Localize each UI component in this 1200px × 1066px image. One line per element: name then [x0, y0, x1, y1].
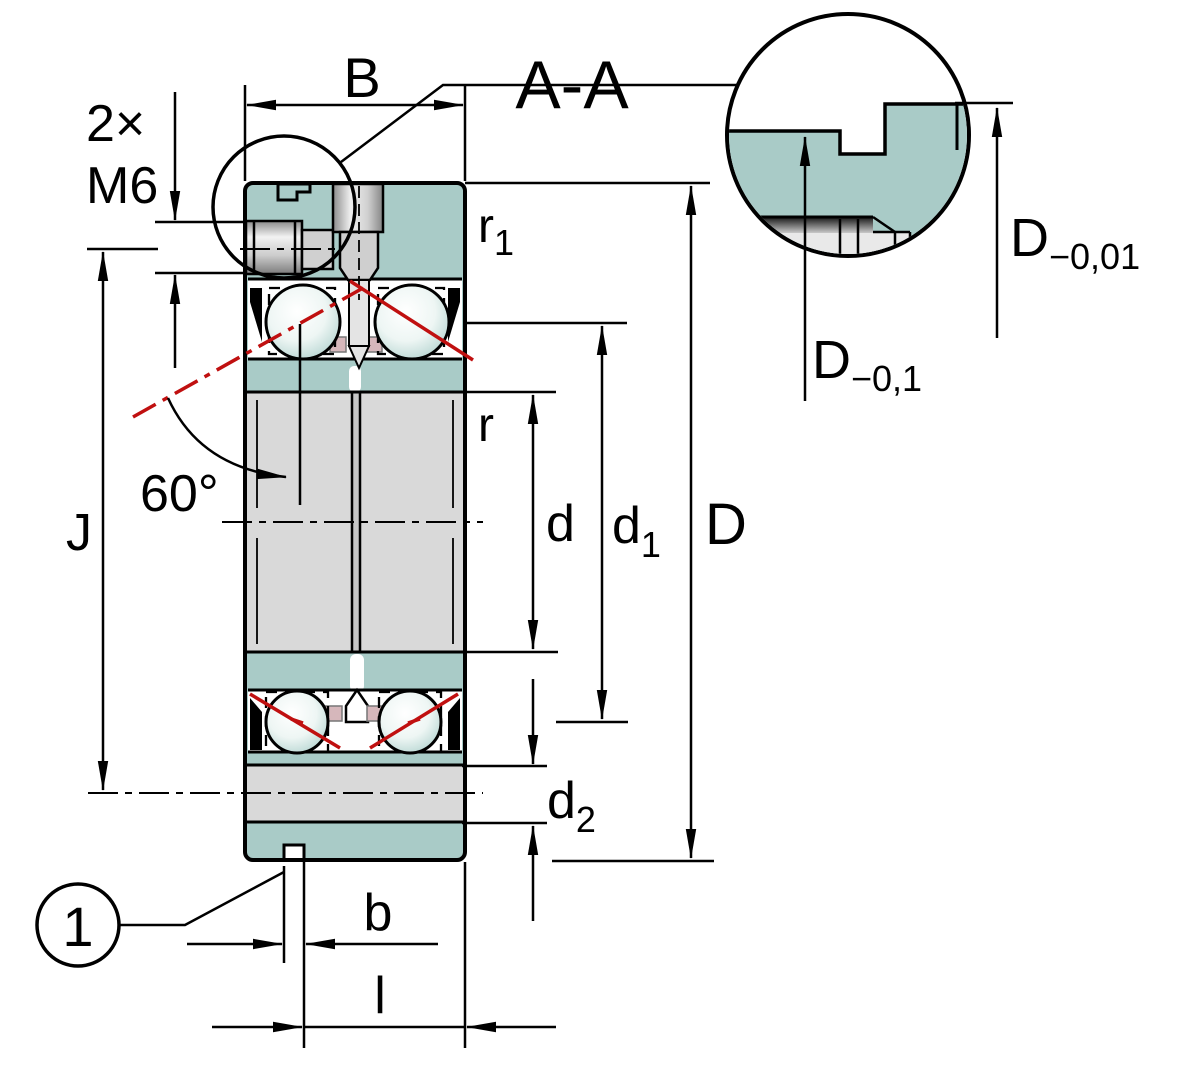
lower-split-gap: [350, 654, 364, 692]
label-D-tol-001: D−0,01: [1010, 208, 1140, 277]
contact-line-dashdot-upper-left: [132, 286, 364, 419]
label-d2-sub: 2: [576, 799, 596, 840]
detail-screw-shadow-band: [753, 217, 873, 233]
lube-channel-tip-lower: [344, 687, 370, 724]
dimension-D: [465, 181, 714, 863]
slot-outline: [282, 843, 306, 862]
callout-leader: [119, 870, 285, 927]
callout-circle: [35, 882, 121, 968]
label-screw-count: 2×: [86, 95, 145, 153]
upper-right-shoulder-wedge: [448, 288, 460, 342]
dimension-M6: [155, 92, 244, 368]
label-d2: d2: [547, 772, 596, 840]
lower-right-shoulder-wedge: [448, 698, 460, 750]
locating-slot-bottom: [282, 843, 306, 862]
detail-view-circle: [725, 12, 971, 258]
label-J: J: [66, 504, 92, 562]
callout-1: [35, 870, 285, 968]
label-D-tol-01: D−0,1: [812, 330, 922, 399]
contact-line-upper-right: [349, 279, 474, 362]
dimension-B: [243, 85, 467, 181]
mounting-screw-m6: [240, 219, 338, 276]
grease-fitting: [331, 182, 385, 371]
label-D-tol-01-main: D: [812, 330, 851, 390]
bottom-flange: [245, 822, 465, 860]
label-D-tol-001-sub: −0,01: [1049, 236, 1140, 277]
label-D: D: [705, 492, 747, 557]
label-D-tol-001-main: D: [1010, 208, 1049, 268]
label-d1: d1: [612, 497, 661, 565]
label-d1-sub: 1: [641, 524, 661, 565]
label-60deg: 60°: [140, 465, 219, 523]
label-l: l: [374, 967, 386, 1025]
dimension-d1: [465, 321, 628, 724]
angle-arc-60: [166, 397, 287, 480]
dimension-d: [462, 390, 558, 654]
label-screw-thread: M6: [86, 157, 158, 215]
screw-head: [244, 219, 304, 276]
dimensions: [35, 83, 739, 1048]
contact-angle-lines: [132, 279, 474, 750]
lube-duct-tip: [347, 345, 371, 371]
ball-center-mark-lower-left: [290, 717, 304, 725]
dimension-d2: [462, 679, 547, 921]
dimension-l: [212, 862, 556, 1048]
label-r1: r1: [478, 200, 514, 263]
detail-profile-edge: [729, 102, 967, 156]
upper-left-shoulder-wedge: [250, 288, 262, 342]
lower-ball-row: [248, 654, 462, 755]
slot-cut: [284, 844, 304, 862]
detail-leader: [340, 83, 739, 163]
dimension-J: [87, 247, 158, 791]
centerlines: [88, 521, 483, 794]
dimension-b: [187, 860, 438, 1048]
lower-left-shoulder-wedge: [250, 698, 262, 750]
label-callout-1: 1: [62, 895, 93, 958]
label-d1-main: d: [612, 497, 641, 555]
detail-view: [725, 12, 1013, 401]
label-B: B: [343, 46, 380, 109]
label-r1-sub: 1: [494, 222, 514, 263]
upper-split-gap: [349, 366, 361, 392]
detail-view-content: [729, 102, 967, 254]
ball-center-mark-lower-right: [407, 717, 421, 725]
shaft-washer-details: [245, 324, 465, 654]
detail-marker-circle: [211, 134, 357, 280]
fitting-head: [331, 182, 385, 234]
label-r: r: [478, 399, 494, 452]
label-r1-main: r: [478, 200, 494, 253]
label-b: b: [364, 884, 393, 942]
label-D-tol-01-sub: −0,1: [851, 358, 922, 399]
center-split-joint: [352, 392, 360, 652]
label-d2-main: d: [547, 772, 576, 830]
label-d: d: [546, 495, 575, 553]
labels: B A-A 2× M6 r1 r J 60° d d1 D d2 D−0,1 D…: [62, 46, 1140, 1025]
label-section-A-A: A-A: [515, 47, 629, 123]
